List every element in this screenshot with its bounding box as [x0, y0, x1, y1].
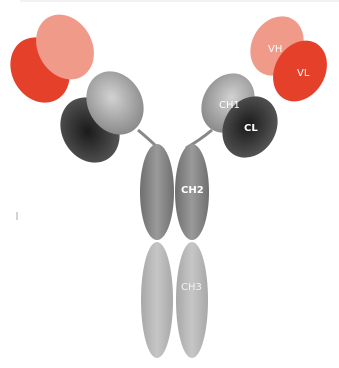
ch3-domain-left [141, 242, 173, 358]
ch2-domain-left [140, 144, 174, 240]
ch3-domain-right [176, 242, 208, 358]
vh-label: VH [268, 44, 282, 55]
cl-label: CL [244, 123, 258, 134]
ch1-label: CH1 [219, 100, 240, 111]
ch3-label: CH3 [181, 282, 202, 293]
ch2-label: CH2 [181, 185, 204, 196]
vl-label: VL [297, 68, 310, 79]
